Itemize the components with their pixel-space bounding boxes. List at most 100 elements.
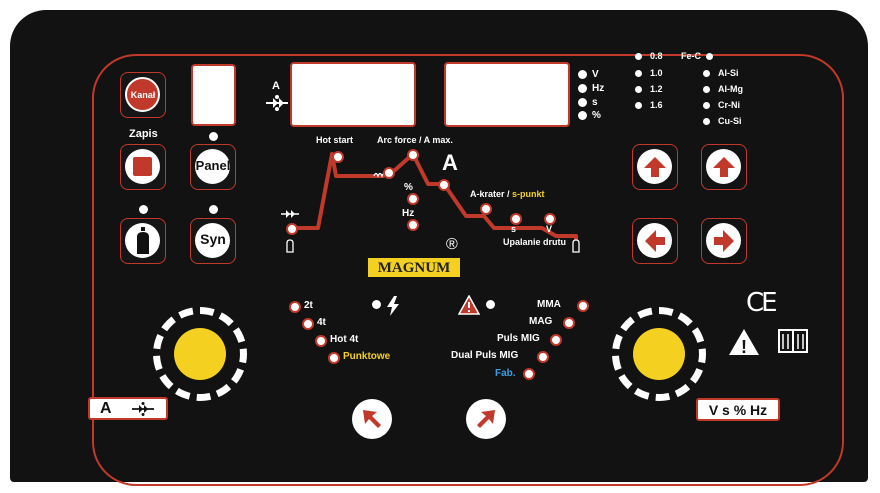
gas-button[interactable] <box>120 218 166 264</box>
stop-square-icon <box>133 157 152 176</box>
current-knob-label: A <box>100 400 112 417</box>
unit-hz-label: Hz <box>592 83 605 94</box>
unit-percent-label: % <box>592 110 601 121</box>
gas-small-icon <box>286 239 294 253</box>
mode-mma-led[interactable] <box>577 300 589 312</box>
manual-book-icon <box>778 329 808 353</box>
wire-16-label: 1.6 <box>650 100 663 110</box>
mode-mag-label: MAG <box>529 316 553 327</box>
syn-led <box>209 205 218 214</box>
control-panel: Kanał Zapis Panel Syn A V Hz <box>10 10 868 486</box>
lightning-icon <box>387 296 399 316</box>
display-unit-a: A <box>272 80 280 92</box>
mode-4t-led[interactable] <box>302 318 314 330</box>
material-almg-label: Al-Mg <box>718 84 743 94</box>
burnback-label: Upalanie drutu <box>503 237 567 247</box>
material-fec-led <box>706 53 713 60</box>
hot-start-led[interactable] <box>332 151 344 163</box>
arrow-left-icon <box>645 230 665 252</box>
mode-select-right-button[interactable] <box>466 399 506 439</box>
material-crni-label: Cr-Ni <box>718 100 740 110</box>
wire-08-led <box>635 53 642 60</box>
mode-select-left-button[interactable] <box>352 399 392 439</box>
wire-feed-label-icon <box>132 402 154 416</box>
percent-led[interactable] <box>407 193 419 205</box>
material-cusi-label: Cu-Si <box>718 116 742 126</box>
mode-mag-led[interactable] <box>563 317 575 329</box>
burnback-s-led[interactable] <box>510 213 522 225</box>
slope-led[interactable] <box>383 167 395 179</box>
hz-label: Hz <box>402 208 415 219</box>
mode-fab-led[interactable] <box>523 368 535 380</box>
voltage-display <box>444 62 570 127</box>
wire-10-label: 1.0 <box>650 68 663 78</box>
up-arrow-button-right[interactable] <box>701 144 747 190</box>
syn-button[interactable]: Syn <box>190 218 236 264</box>
a-krater-led[interactable] <box>480 203 492 215</box>
unit-v-led <box>578 70 587 79</box>
voltage-knob-label-box: V s % Hz <box>696 398 780 421</box>
kanal-button[interactable]: Kanał <box>120 72 166 118</box>
voltage-knob[interactable] <box>633 328 685 380</box>
wire-10-led <box>635 70 642 77</box>
mode-puls-mig-led[interactable] <box>550 334 562 346</box>
unit-percent-led <box>578 111 587 120</box>
warning-led <box>486 300 495 309</box>
current-knob-scale <box>153 307 247 401</box>
channel-display <box>191 64 236 126</box>
magnum-logo: MAGNUM <box>368 258 460 277</box>
arc-force-label: Arc force / A max. <box>377 135 453 145</box>
panel-button-face <box>195 149 230 184</box>
material-almg-led <box>703 86 710 93</box>
material-alsi-led <box>703 70 710 77</box>
left-arrow-button[interactable] <box>632 218 678 264</box>
post-gas-icon <box>572 239 580 253</box>
mode-punktowe-led[interactable] <box>328 352 340 364</box>
mode-punktowe-label: Punktowe <box>343 351 391 362</box>
material-cusi-led <box>703 118 710 125</box>
current-big-a-label: A <box>442 150 458 175</box>
mode-dual-puls-mig-label: Dual Puls MIG <box>451 350 519 361</box>
current-led[interactable] <box>438 179 450 191</box>
mode-2t-label: 2t <box>304 300 313 311</box>
arrow-up-right-icon <box>477 410 495 428</box>
pre-gas-led[interactable] <box>286 223 298 235</box>
unit-s-led <box>578 98 587 107</box>
mode-dual-puls-mig-led[interactable] <box>537 351 549 363</box>
mode-mma-label: MMA <box>537 299 561 310</box>
right-arrow-button[interactable] <box>701 218 747 264</box>
wire-08-label: 0.8 <box>650 51 663 61</box>
mode-puls-mig-label: Puls MIG <box>497 333 540 344</box>
burnback-v-led[interactable] <box>544 213 556 225</box>
hz-led[interactable] <box>407 219 419 231</box>
a-krater-label: A-krater / s-punkt <box>470 189 545 199</box>
arc-force-led[interactable] <box>407 149 419 161</box>
a-krater-text: A-krater / <box>470 189 513 199</box>
syn-label: Syn <box>200 231 226 247</box>
zapis-button[interactable] <box>120 144 166 190</box>
percent-label: % <box>404 182 413 193</box>
panel-label: Panel <box>195 158 231 173</box>
mode-hot4t-led[interactable] <box>315 335 327 347</box>
panel-led <box>209 132 218 141</box>
kanal-label: Kanał <box>130 90 156 100</box>
arrow-up-icon <box>713 157 735 177</box>
current-knob[interactable] <box>174 328 226 380</box>
burnback-s-label: s <box>511 224 517 234</box>
mode-fab-label: Fab. <box>495 368 516 379</box>
burnback-v-label: V <box>546 224 553 234</box>
wire-feed-icon <box>266 95 288 111</box>
material-crni-led <box>703 102 710 109</box>
up-arrow-button-left[interactable] <box>632 144 678 190</box>
ce-mark: CE <box>746 288 778 318</box>
zapis-label: Zapis <box>129 128 158 140</box>
wire-12-led <box>635 86 642 93</box>
mode-2t-led[interactable] <box>289 301 301 313</box>
gas-bottle-icon <box>137 227 149 254</box>
registered-mark: ® <box>446 236 458 253</box>
voltage-knob-label: V s % Hz <box>708 402 768 418</box>
arrow-up-left-icon <box>363 410 381 428</box>
current-display <box>290 62 416 127</box>
panel-button[interactable]: Panel <box>190 144 236 190</box>
svg-text:!: ! <box>741 337 747 356</box>
